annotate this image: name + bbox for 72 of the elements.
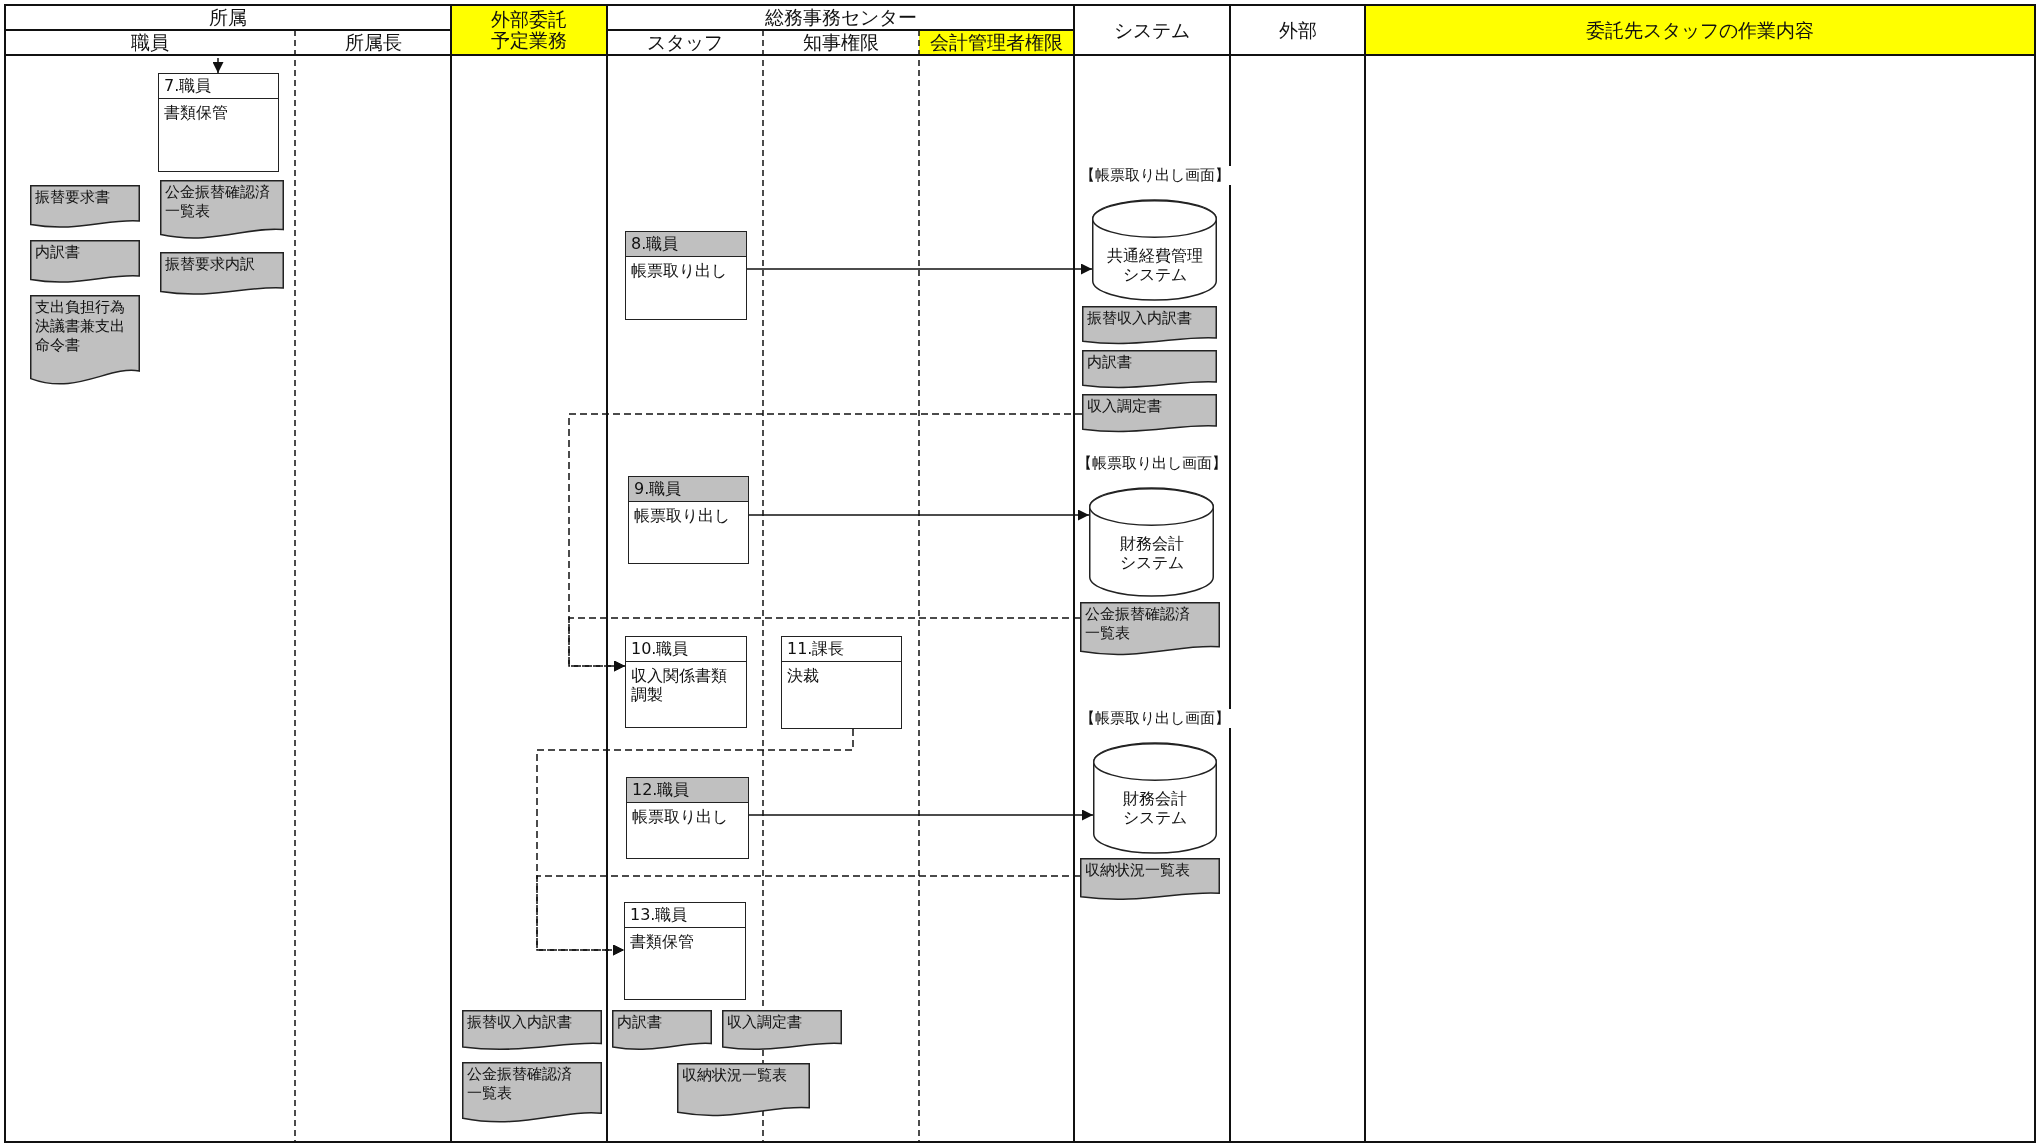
- document-shape: [160, 252, 284, 297]
- document-label: 収入調定書: [1087, 397, 1163, 416]
- step-header: 12.職員: [627, 778, 748, 803]
- header-cell-text: 知事権限: [802, 30, 880, 55]
- document-label: 収納状況一覧表: [1085, 861, 1191, 880]
- document-label: 収納状況一覧表: [682, 1066, 788, 1085]
- arrow: [212, 57, 224, 74]
- document-shape: [30, 185, 140, 230]
- header-cell-text: 総務事務センター: [763, 5, 918, 30]
- step-header: 9.職員: [629, 477, 748, 502]
- step-header: 13.職員: [625, 903, 745, 928]
- header-cell-text: 職員: [130, 30, 170, 55]
- document-shape: [30, 240, 140, 285]
- document-label: 振替要求内訳: [165, 255, 256, 274]
- arrow: [748, 509, 1090, 521]
- step-text: 書類保管: [629, 931, 695, 953]
- document-label: 内訳書: [617, 1013, 663, 1032]
- arrow: [746, 263, 1093, 275]
- document-shape: [462, 1010, 602, 1052]
- document-shape: [722, 1010, 842, 1052]
- document-shape: [1082, 394, 1217, 434]
- step-text: 帳票取り出し: [630, 260, 728, 282]
- process-box: [158, 73, 279, 172]
- document-label: 公金振替確認済一覧表: [165, 183, 270, 221]
- process-box: [628, 476, 749, 564]
- document-shape: [160, 180, 284, 242]
- step-text: 決裁: [786, 665, 820, 687]
- system-label: 財務会計システム: [1118, 534, 1185, 572]
- document-shape: [462, 1062, 602, 1126]
- process-box: [624, 902, 746, 1000]
- header-cell: 外部委託予定業務: [451, 5, 607, 55]
- header-cell-text: 所属: [208, 5, 248, 30]
- process-box: [625, 636, 747, 728]
- step-header: 11.課長: [782, 637, 901, 662]
- dashed-arrow: [536, 875, 1081, 956]
- document-label: 支出負担行為決議書兼支出命令書: [35, 298, 126, 355]
- database-cylinder: [1089, 488, 1214, 596]
- document-shape: [1080, 602, 1220, 658]
- document-label: 公金振替確認済一覧表: [1085, 605, 1191, 643]
- header-cell-text: 所属長: [343, 30, 403, 55]
- system-label: 共通経費管理システム: [1105, 246, 1204, 284]
- step-text: 帳票取り出し: [633, 505, 731, 527]
- document-label: 収入調定書: [727, 1013, 803, 1032]
- document-shape: [612, 1010, 712, 1052]
- header-cell-text: スタッフ: [646, 30, 724, 55]
- process-box: [781, 636, 902, 729]
- step-header: 8.職員: [626, 232, 746, 257]
- document-label: 公金振替確認済一覧表: [467, 1065, 573, 1103]
- header-cell: 委託先スタッフの作業内容: [1365, 5, 2035, 55]
- document-shape: [1082, 306, 1217, 346]
- process-box: [626, 777, 749, 859]
- document-label: 振替収入内訳書: [467, 1013, 573, 1032]
- step-text: 帳票取り出し: [631, 806, 729, 828]
- database-cylinder: [1092, 200, 1217, 300]
- step-text: 収入関係書類調製: [630, 665, 728, 706]
- step-header: 10.職員: [626, 637, 746, 662]
- document-label: 内訳書: [35, 243, 81, 262]
- step-header: 7.職員: [159, 74, 278, 99]
- document-label: 振替収入内訳書: [1087, 309, 1193, 328]
- document-label: 振替要求書: [35, 188, 111, 207]
- document-shape: [677, 1063, 810, 1119]
- document-shape: [1082, 350, 1217, 390]
- system-label: 財務会計システム: [1122, 789, 1188, 827]
- database-cylinder: [1093, 743, 1217, 853]
- step-text: 書類保管: [163, 102, 229, 124]
- dashed-arrow: [568, 617, 1081, 672]
- process-box: [625, 231, 747, 320]
- document-label: 内訳書: [1087, 353, 1133, 372]
- document-shape: [1080, 858, 1220, 902]
- arrow: [748, 809, 1094, 821]
- header-cell-text: 外部: [1277, 17, 1318, 43]
- header-cell-text: システム: [1113, 17, 1191, 43]
